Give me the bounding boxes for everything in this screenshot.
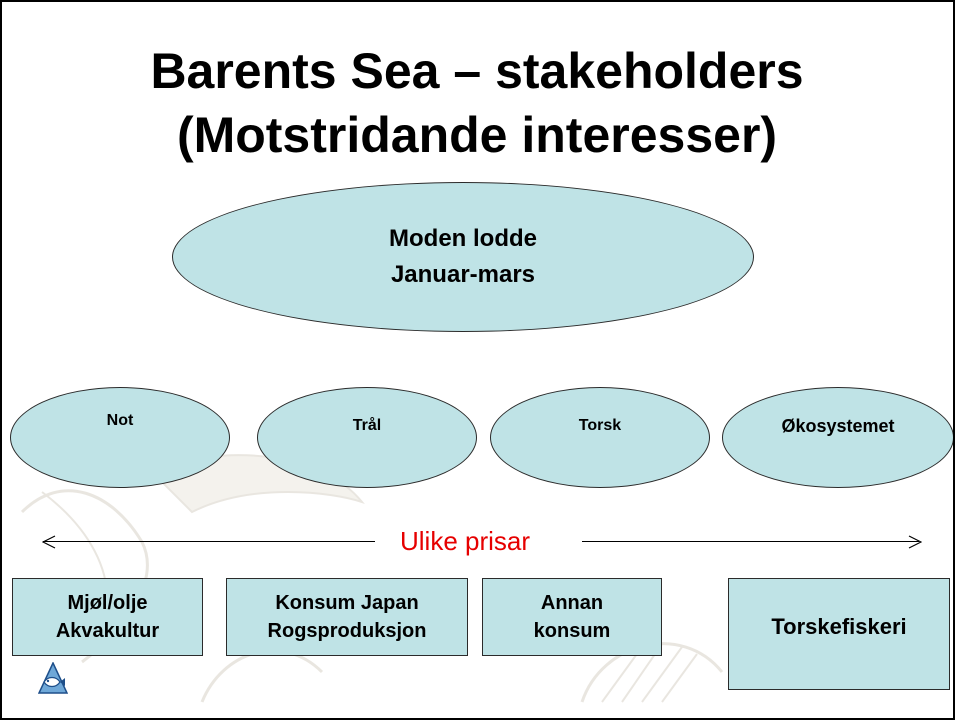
box-line-1: Mjøl/olje — [67, 592, 148, 614]
box-mjol-olje: Mjøl/olje Akvakultur — [12, 578, 203, 656]
left-arrowhead-icon — [42, 535, 56, 549]
ellipse-torsk: Torsk — [490, 387, 710, 488]
ellipse-okosystemet: Økosystemet — [722, 387, 953, 488]
main-ellipse-line-1: Moden lodde — [389, 225, 537, 252]
box-line-1: Konsum Japan — [275, 592, 419, 614]
ellipse-label: Torsk — [578, 416, 622, 434]
box-torskefiskeri: Torskefiskeri — [728, 578, 950, 690]
ellipse-label: Trål — [352, 416, 382, 434]
ellipse-label: Økosystemet — [781, 416, 895, 436]
main-ellipse-line-2: Januar-mars — [390, 261, 536, 288]
ellipse-not: Not — [10, 387, 230, 488]
box-line-2: Akvakultur — [55, 620, 160, 642]
ellipse-label: Not — [106, 411, 134, 429]
fish-triangle-logo-icon — [38, 662, 68, 694]
ellipse-tral: Trål — [257, 387, 477, 488]
box-line-2: Rogsproduksjon — [267, 620, 427, 642]
main-ellipse: Moden lodde Januar-mars — [172, 182, 754, 332]
box-konsum-japan: Konsum Japan Rogsproduksjon — [226, 578, 468, 656]
price-arrow-right-line — [582, 541, 919, 542]
box-line-1: Annan — [540, 592, 604, 614]
title-line-1: Barents Sea – stakeholders — [150, 43, 804, 99]
price-arrow-left-line — [43, 541, 375, 542]
box-line-1: Torskefiskeri — [771, 614, 907, 639]
box-annan-konsum: Annan konsum — [482, 578, 662, 656]
box-line-2: konsum — [533, 620, 611, 642]
right-arrowhead-icon — [908, 535, 922, 549]
title-line-2: (Motstridande interesser) — [176, 107, 778, 163]
price-label: Ulike prisar — [400, 526, 531, 556]
